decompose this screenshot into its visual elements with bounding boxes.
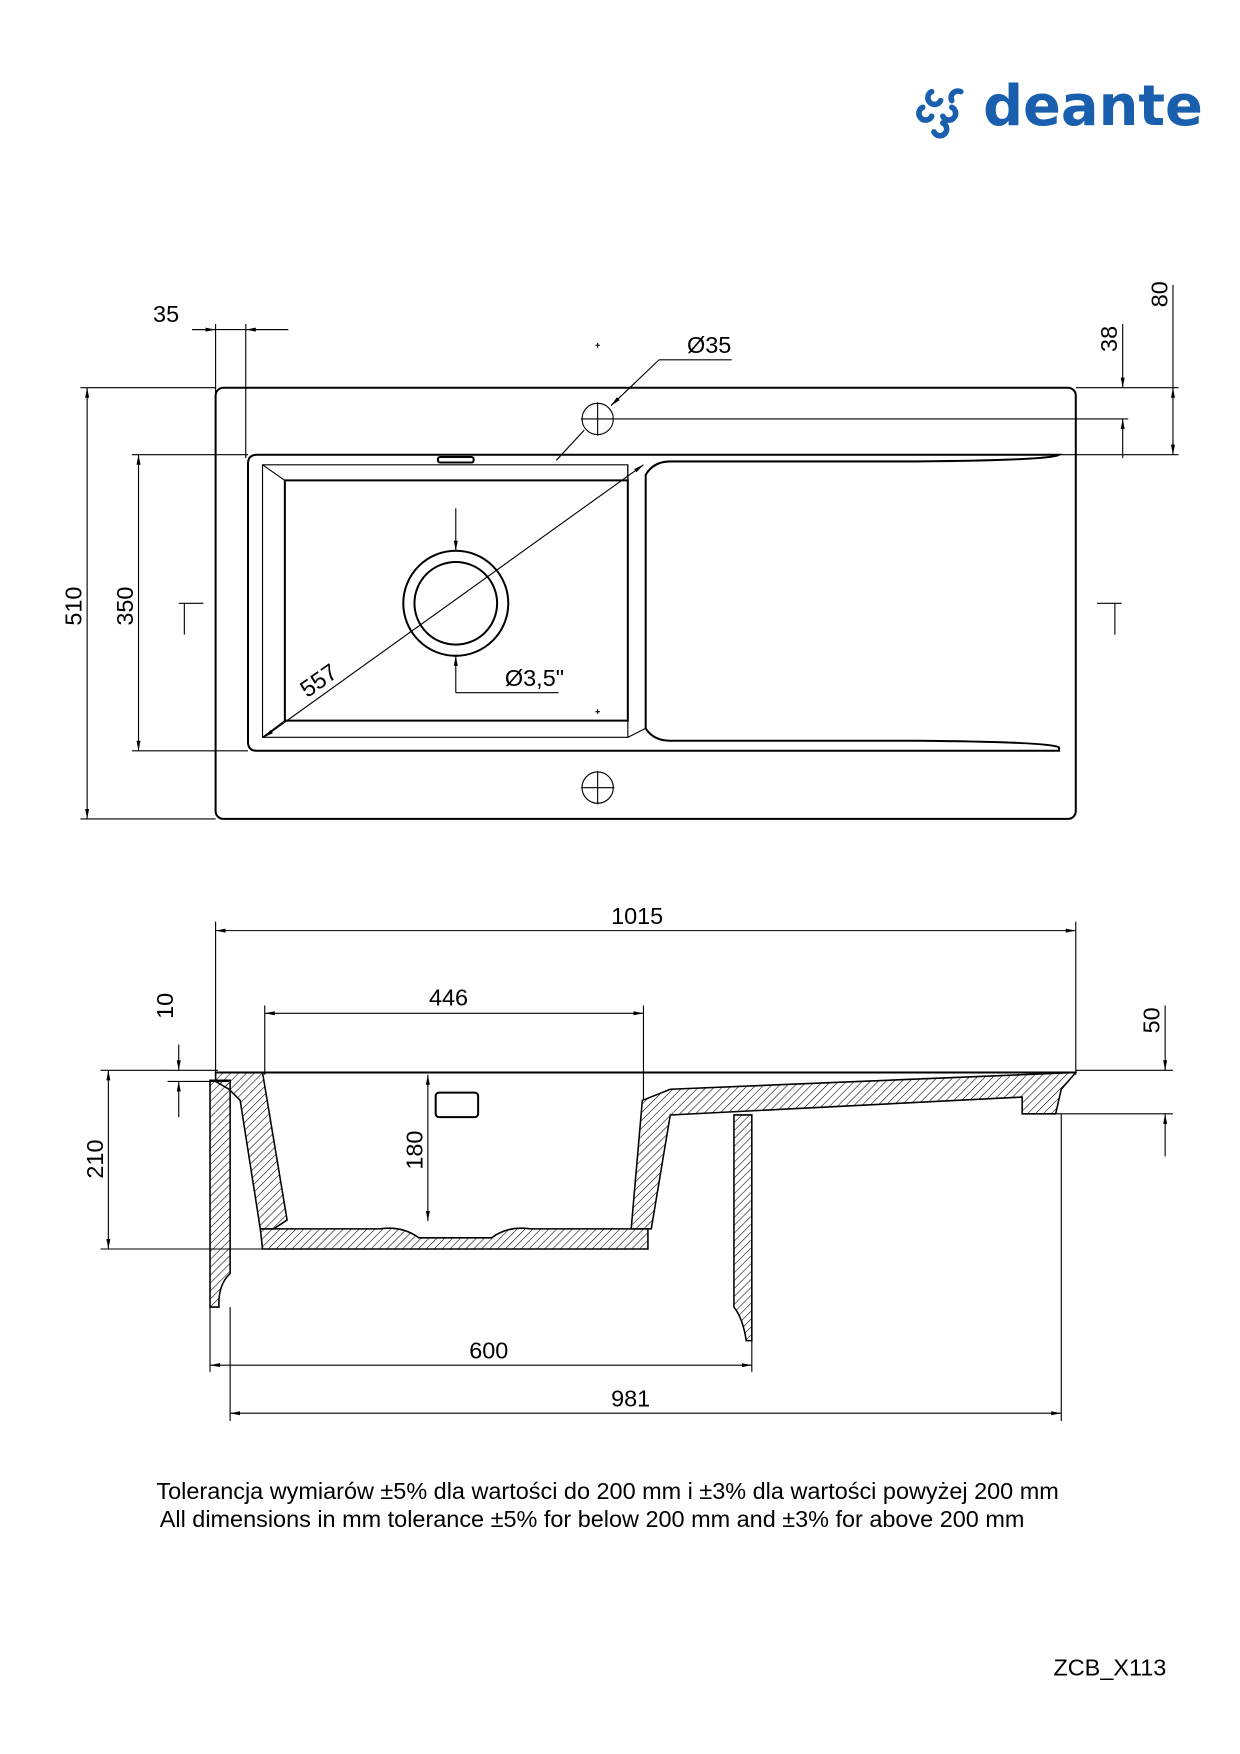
- dim-tap-offset: 38: [1096, 326, 1122, 352]
- dim-bowl-depth: 180: [401, 1131, 427, 1170]
- drain-outer: [402, 549, 510, 657]
- section-view: 1015 446 10 210 180 50 600 981: [82, 903, 1173, 1422]
- dim-bowl-offset: 80: [1146, 281, 1172, 307]
- deante-logo: deante: [916, 74, 1203, 139]
- logo-mark-icon: [916, 88, 964, 139]
- cabinet-wall-right: [733, 1114, 753, 1342]
- section-marker-left: [178, 602, 204, 635]
- dim-bowl-width: 350: [112, 587, 138, 626]
- top-view: 35 510 350 38 80 Ø35 557 Ø3,5": [61, 281, 1179, 820]
- dim-bowl-length: 446: [429, 984, 468, 1010]
- product-code: ZCB_X113: [1053, 1655, 1166, 1681]
- dim-tap-hole-diameter: Ø35: [687, 332, 731, 358]
- tolerance-note-en: All dimensions in mm tolerance ±5% for b…: [160, 1506, 1025, 1532]
- dim-total-depth: 210: [82, 1140, 108, 1179]
- cabinet-wall-left: [209, 1079, 231, 1308]
- bowl-bottom-section: [259, 1227, 649, 1250]
- overflow-icon: [436, 455, 475, 464]
- dim-rim-thickness: 10: [152, 993, 178, 1019]
- bowl-drainer-outline: [246, 453, 1063, 752]
- dim-min-cabinet: 600: [469, 1337, 508, 1363]
- logo-text: deante: [983, 74, 1203, 139]
- dim-total-length: 1015: [611, 903, 663, 929]
- section-marker-right: [1097, 602, 1122, 635]
- dim-bowl-diagonal: 557: [295, 659, 342, 703]
- dim-rim-offset: 35: [153, 301, 179, 327]
- overflow-icon: [434, 1091, 480, 1119]
- dim-cutout: 981: [611, 1386, 650, 1412]
- dim-drain-diameter: Ø3,5": [505, 665, 564, 691]
- sink-outline: [214, 386, 1077, 820]
- drainer-section: [630, 1071, 1078, 1230]
- drain-inner: [413, 560, 499, 646]
- dim-width: 510: [61, 587, 87, 626]
- dim-drainer-depth: 50: [1139, 1007, 1165, 1033]
- tolerance-note-pl: Tolerancja wymiarów ±5% dla wartości do …: [156, 1478, 1058, 1504]
